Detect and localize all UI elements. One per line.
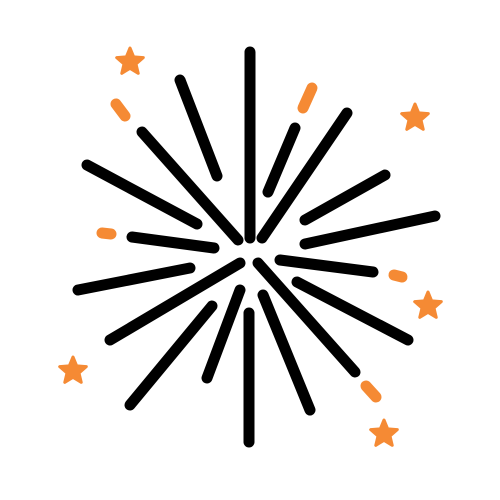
star-icon <box>400 102 430 131</box>
ray <box>256 107 353 244</box>
star-icon <box>115 46 145 75</box>
ray <box>262 122 301 198</box>
ray <box>201 284 246 384</box>
ray <box>104 257 246 346</box>
spark-dashes <box>96 82 408 403</box>
spark-dash <box>297 82 318 114</box>
ray <box>81 159 203 230</box>
star-icon <box>58 355 88 384</box>
ray <box>136 126 244 246</box>
ray <box>299 169 391 226</box>
ray <box>257 289 316 416</box>
ray <box>174 74 223 182</box>
ray <box>274 254 379 278</box>
spark-dash <box>110 98 131 122</box>
sparkle-stars <box>58 46 443 447</box>
ray <box>291 276 414 346</box>
star-icon <box>369 418 399 447</box>
ray <box>126 231 220 254</box>
ray <box>299 210 441 250</box>
star-icon <box>413 290 443 319</box>
burst-rays <box>72 46 441 448</box>
spark-dash <box>360 380 382 403</box>
spark-dash <box>388 269 408 283</box>
ray <box>124 300 218 411</box>
ray <box>252 257 361 378</box>
spark-dash <box>96 227 117 240</box>
ray <box>72 262 196 296</box>
